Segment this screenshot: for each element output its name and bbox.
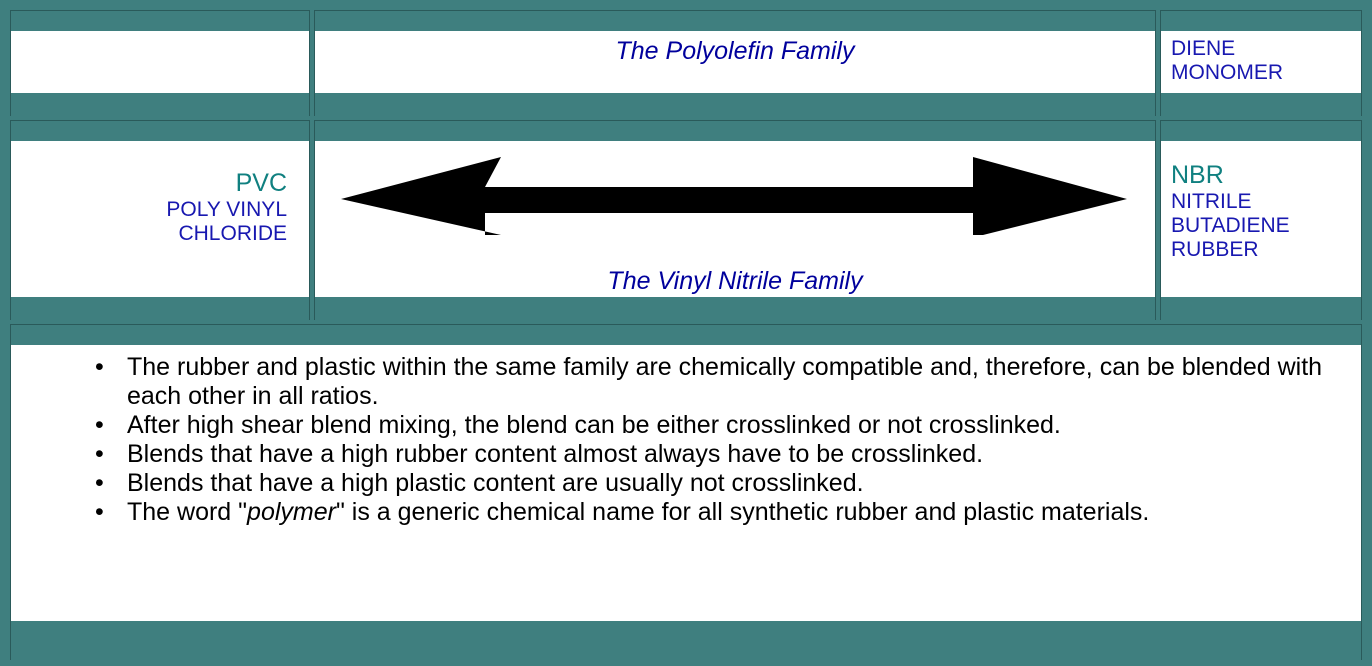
nbr-name-line3: RUBBER xyxy=(1171,238,1259,261)
vinyl-nitrile-family-title: The Vinyl Nitrile Family xyxy=(607,267,863,295)
monomer-label: MONOMER xyxy=(1171,61,1283,84)
list-item: • The word "polymer" is a generic chemic… xyxy=(95,498,1347,527)
note-text-5-em: polymer xyxy=(247,498,336,526)
bullet-icon: • xyxy=(95,469,104,497)
note-text-1: The rubber and plastic within the same f… xyxy=(127,353,1323,410)
list-item: • The rubber and plastic within the same… xyxy=(95,353,1347,411)
bullet-icon: • xyxy=(95,440,104,468)
pvc-cell: PVC POLY VINYL CHLORIDE xyxy=(10,120,310,321)
list-item: • Blends that have a high rubber content… xyxy=(95,440,1347,469)
pvc-abbrev: PVC xyxy=(235,169,287,197)
nbr-name-line1: NITRILE xyxy=(1171,190,1252,213)
list-item: • After high shear blend mixing, the ble… xyxy=(95,411,1347,440)
bullet-icon: • xyxy=(95,411,104,439)
double-headed-arrow-icon xyxy=(341,157,1127,235)
note-text-3: Blends that have a high rubber content a… xyxy=(127,440,984,468)
note-text-4: Blends that have a high plastic content … xyxy=(127,469,864,497)
header-center-cell: The Polyolefin Family xyxy=(314,10,1156,117)
list-item: • Blends that have a high plastic conten… xyxy=(95,469,1347,498)
header-left-cell xyxy=(10,10,310,117)
note-text-2: After high shear blend mixing, the blend… xyxy=(127,411,1061,439)
polyolefin-family-title: The Polyolefin Family xyxy=(615,37,855,65)
header-right-cell: DIENE MONOMER xyxy=(1160,10,1362,117)
nbr-abbrev: NBR xyxy=(1171,161,1224,189)
note-text-5-pre: The word " xyxy=(127,498,248,526)
bullet-icon: • xyxy=(95,353,104,381)
pvc-name-line1: POLY VINYL xyxy=(166,198,287,221)
nbr-cell: NBR NITRILE BUTADIENE RUBBER xyxy=(1160,120,1362,321)
notes-cell: • The rubber and plastic within the same… xyxy=(10,324,1362,661)
arrow-cell: The Vinyl Nitrile Family xyxy=(314,120,1156,321)
pvc-name-line2: CHLORIDE xyxy=(178,222,287,245)
bullet-icon: • xyxy=(95,498,104,526)
nbr-name-line2: BUTADIENE xyxy=(1171,214,1290,237)
note-text-5-post: " is a generic chemical name for all syn… xyxy=(335,498,1150,526)
notes-list: • The rubber and plastic within the same… xyxy=(11,353,1361,527)
diene-label: DIENE xyxy=(1171,37,1236,60)
